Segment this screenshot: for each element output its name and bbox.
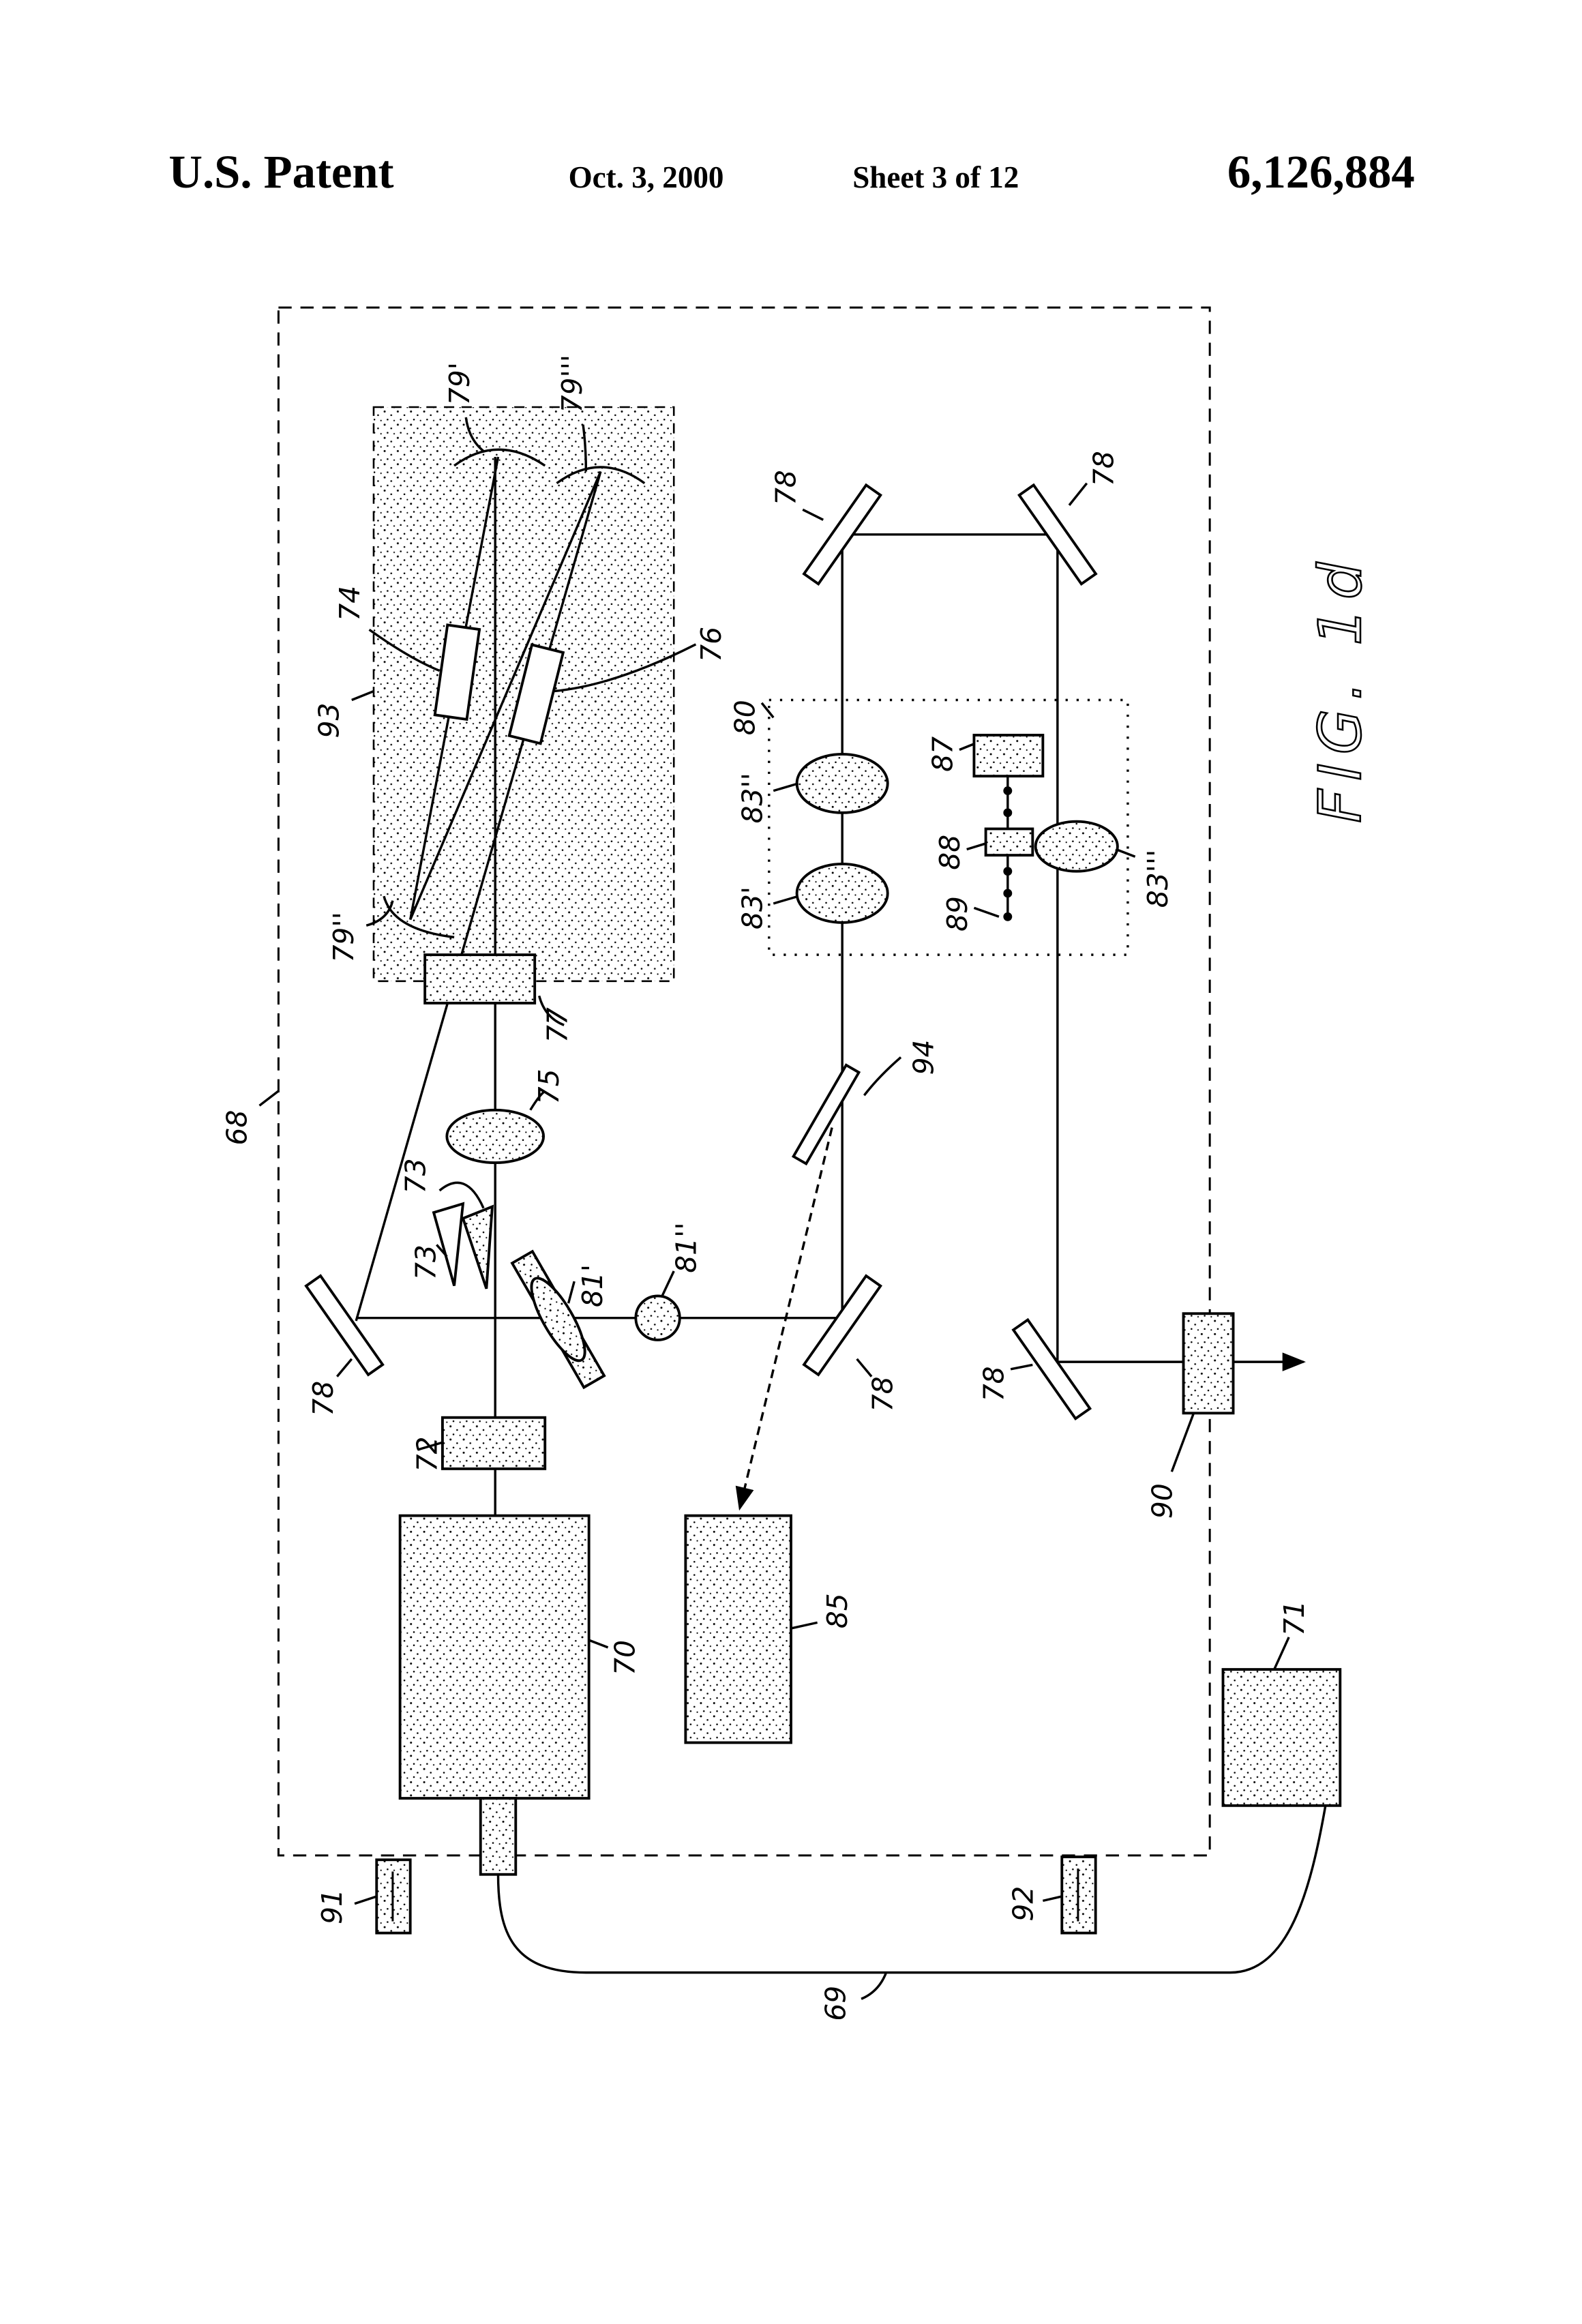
label-81-double-prime: 81'' — [670, 1222, 703, 1272]
lens-83-prime — [797, 864, 888, 923]
label-83-triple-prime: 83''' — [1141, 850, 1174, 908]
element-88 — [986, 829, 1033, 855]
label-73a: 73 — [399, 1158, 432, 1193]
prism-73b — [463, 1206, 492, 1288]
label-76: 76 — [695, 627, 728, 662]
label-83-double-prime: 83'' — [736, 773, 768, 823]
label-78: 78 — [770, 470, 803, 505]
label-73b: 73 — [409, 1245, 442, 1280]
label-80: 80 — [729, 700, 762, 735]
element-72 — [443, 1418, 545, 1469]
label-89: 89 — [941, 896, 974, 932]
label-85: 85 — [821, 1593, 854, 1628]
output-window-90 — [1184, 1313, 1234, 1413]
header-sheet: Sheet 3 of 12 — [852, 160, 1019, 194]
label-91: 91 — [316, 1889, 348, 1924]
header-us-patent: U.S. Patent — [168, 146, 393, 198]
label-92: 92 — [1007, 1886, 1040, 1922]
label-79-double-prime: 79'' — [327, 912, 360, 962]
label-77: 77 — [541, 1007, 574, 1043]
label-78: 78 — [1088, 451, 1120, 486]
label-83-prime: 83' — [736, 887, 768, 929]
element-87 — [974, 735, 1043, 776]
label-68: 68 — [220, 1110, 253, 1146]
laser-70 — [400, 1516, 589, 1798]
label-79-triple-prime: 79''' — [556, 355, 588, 413]
label-79-prime: 79' — [443, 362, 476, 405]
power-supply-71 — [1223, 1669, 1340, 1806]
label-69: 69 — [820, 1986, 852, 2021]
mirror-78 — [1013, 1320, 1090, 1418]
detector-85 — [685, 1516, 791, 1743]
label-87: 87 — [926, 736, 959, 772]
lens-83-triple-prime — [1036, 822, 1118, 872]
label-93: 93 — [313, 703, 346, 739]
label-78: 78 — [978, 1366, 1011, 1401]
lens-75 — [447, 1110, 543, 1163]
label-72: 72 — [411, 1436, 444, 1472]
label-74: 74 — [333, 586, 366, 621]
header-patent-number: 6,126,884 — [1227, 146, 1415, 198]
label-81-prime: 81' — [576, 1264, 609, 1307]
label-94: 94 — [908, 1039, 940, 1075]
element-81-double-prime — [636, 1296, 679, 1339]
label-71: 71 — [1278, 1600, 1311, 1636]
header-date: Oct. 3, 2000 — [569, 160, 724, 194]
element-77 — [425, 955, 535, 1003]
label-78: 78 — [866, 1376, 899, 1412]
laser-stub — [481, 1798, 516, 1875]
figure-caption: FIG. 1d — [1307, 554, 1375, 823]
label-88: 88 — [934, 835, 966, 870]
label-70: 70 — [608, 1640, 641, 1675]
mirror-78 — [306, 1276, 383, 1375]
label-78: 78 — [307, 1381, 340, 1416]
label-75: 75 — [533, 1069, 565, 1104]
lens-83-double-prime — [797, 754, 888, 813]
fiber-69 — [498, 1806, 1326, 1973]
label-90: 90 — [1146, 1483, 1179, 1519]
